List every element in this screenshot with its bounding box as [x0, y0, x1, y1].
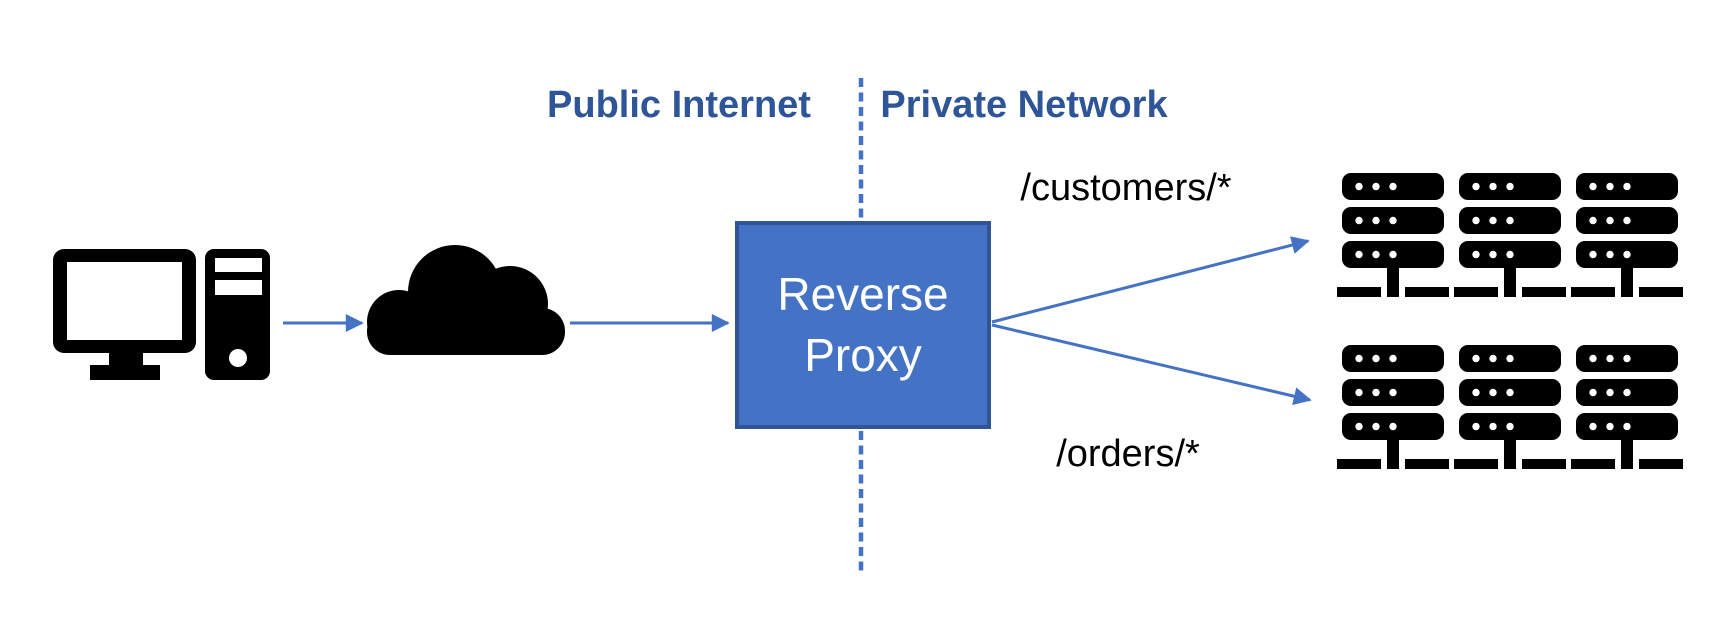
desktop-computer-icon — [53, 249, 270, 380]
server-rack-icon — [1337, 345, 1449, 469]
private-network-label: Private Network — [880, 84, 1168, 126]
server-rack-icon — [1571, 345, 1683, 469]
server-rack-icon — [1571, 173, 1683, 297]
public-internet-label: Public Internet — [547, 84, 811, 126]
server-rack-icon — [1337, 173, 1449, 297]
reverse-proxy-title-line2: Proxy — [804, 329, 922, 381]
reverse-proxy-title-line1: Reverse — [777, 268, 949, 321]
server-cluster-orders — [1337, 345, 1683, 469]
server-cluster-customers — [1337, 173, 1683, 297]
cloud-icon — [367, 245, 565, 355]
arrow-proxy-to-customers-servers — [991, 236, 1310, 324]
reverse-proxy-box: Reverse Proxy — [735, 221, 991, 429]
orders-route-label: /orders/* — [1056, 433, 1200, 475]
customers-route-label: /customers/* — [1020, 167, 1232, 209]
arrow-proxy-to-orders-servers — [991, 323, 1312, 406]
server-rack-icon — [1454, 173, 1566, 297]
server-rack-icon — [1454, 345, 1566, 469]
